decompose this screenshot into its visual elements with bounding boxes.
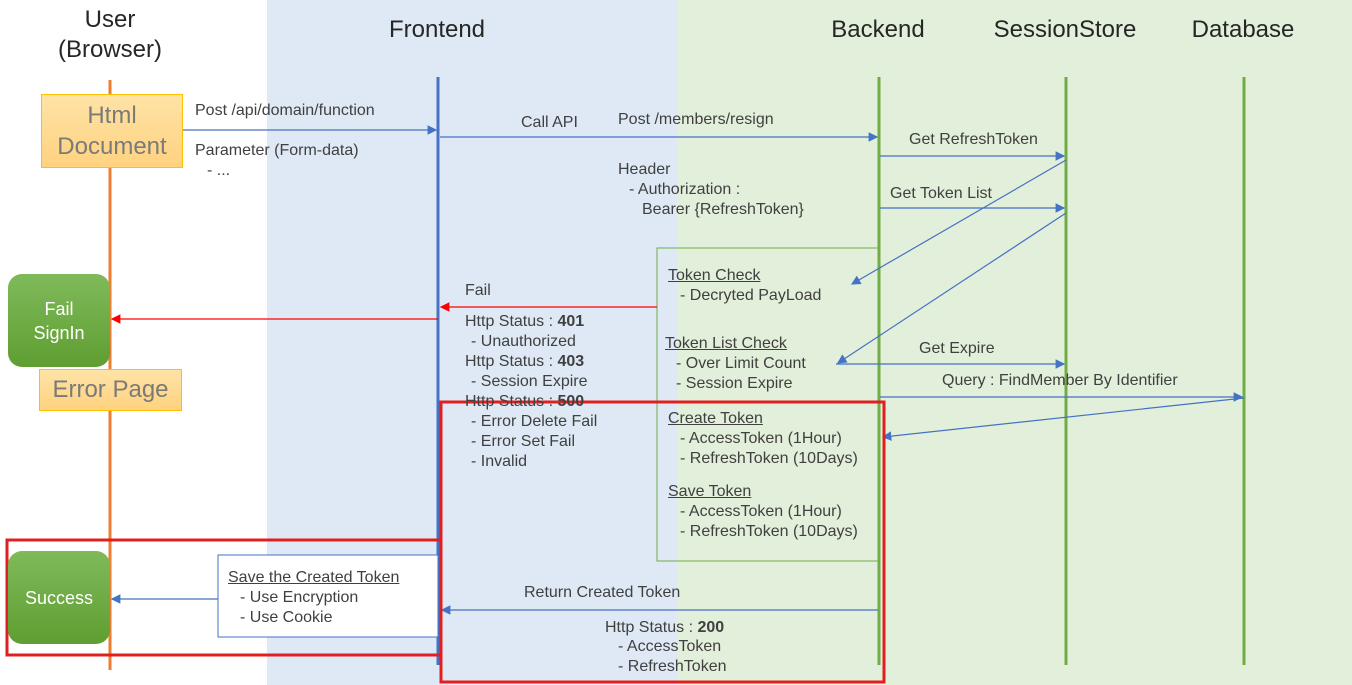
- msg-get-expire: Get Expire: [919, 340, 995, 357]
- status-detail: - Error Set Fail: [471, 433, 576, 450]
- status-detail: - Session Expire: [471, 373, 588, 390]
- status-detail: - Invalid: [471, 453, 528, 470]
- token-list-check-title: Token List Check: [665, 335, 787, 352]
- html-document-box: Html Document: [41, 94, 183, 168]
- save-token-item: - AccessToken (1Hour): [680, 503, 842, 520]
- status-detail: - Unauthorized: [471, 333, 576, 350]
- status-401: Http Status : 401: [465, 313, 585, 330]
- frontend-save-item: - Use Encryption: [240, 589, 359, 606]
- success-response-item: - RefreshToken: [618, 658, 727, 675]
- frontend-save-title: Save the Created Token: [228, 569, 400, 586]
- lane-frontend: Frontend: [388, 16, 486, 43]
- arrow-token-list-return: [836, 212, 1067, 364]
- backend-zone: [677, 0, 1352, 685]
- token-check-item: - Decryted PayLoad: [680, 287, 822, 304]
- status-403: Http Status : 403: [465, 353, 585, 370]
- msg-authorization: - Authorization :: [629, 181, 741, 198]
- msg-return-created-token: Return Created Token: [524, 584, 681, 601]
- error-page-box: Error Page: [39, 369, 182, 411]
- token-check-title: Token Check: [668, 267, 761, 284]
- frontend-save-box: [217, 554, 439, 638]
- create-token-item: - AccessToken (1Hour): [680, 430, 842, 447]
- save-token-title: Save Token: [668, 483, 752, 500]
- create-token-item: - RefreshToken (10Days): [680, 450, 858, 467]
- create-token-title: Create Token: [668, 410, 763, 427]
- highlight-box-success: [5, 538, 443, 657]
- token-list-check-item: - Over Limit Count: [676, 355, 806, 372]
- frontend-save-item: - Use Cookie: [240, 609, 333, 626]
- msg-bearer: Bearer {RefreshToken}: [642, 201, 804, 218]
- msg-post-resign: Post /members/resign: [618, 111, 774, 128]
- msg-get-token-list: Get Token List: [890, 185, 992, 202]
- token-list-check-item: - Session Expire: [676, 375, 793, 392]
- msg-call-api: Call API: [521, 114, 578, 131]
- save-token-item: - RefreshToken (10Days): [680, 523, 858, 540]
- msg-parameter: Parameter (Form-data): [195, 142, 359, 159]
- status-200: Http Status : 200: [605, 619, 725, 636]
- arrow-refresh-token-return: [850, 159, 1067, 285]
- arrow-query-return: [881, 397, 1245, 441]
- msg-parameter-item: - ...: [207, 162, 231, 179]
- lane-sessionstore: SessionStore: [993, 16, 1137, 43]
- success-response-item: - AccessToken: [618, 638, 722, 655]
- msg-get-refresh-token: Get RefreshToken: [909, 131, 1038, 148]
- success-box: Success: [8, 551, 110, 644]
- fail-signin-box: Fail SignIn: [8, 274, 110, 367]
- lane-database: Database: [1191, 16, 1295, 43]
- status-500: Http Status : 500: [465, 393, 585, 410]
- status-detail: - Error Delete Fail: [471, 413, 598, 430]
- msg-fail: Fail: [465, 282, 491, 299]
- msg-header: Header: [618, 161, 671, 178]
- lane-user: User (Browser): [57, 6, 163, 63]
- backend-process-box: [656, 247, 880, 562]
- lane-backend: Backend: [831, 16, 925, 43]
- msg-query: Query : FindMember By Identifier: [942, 372, 1178, 389]
- msg-post-api: Post /api/domain/function: [195, 102, 375, 119]
- error-status-list: Http Status : 401 - Unauthorized Http St…: [465, 312, 597, 472]
